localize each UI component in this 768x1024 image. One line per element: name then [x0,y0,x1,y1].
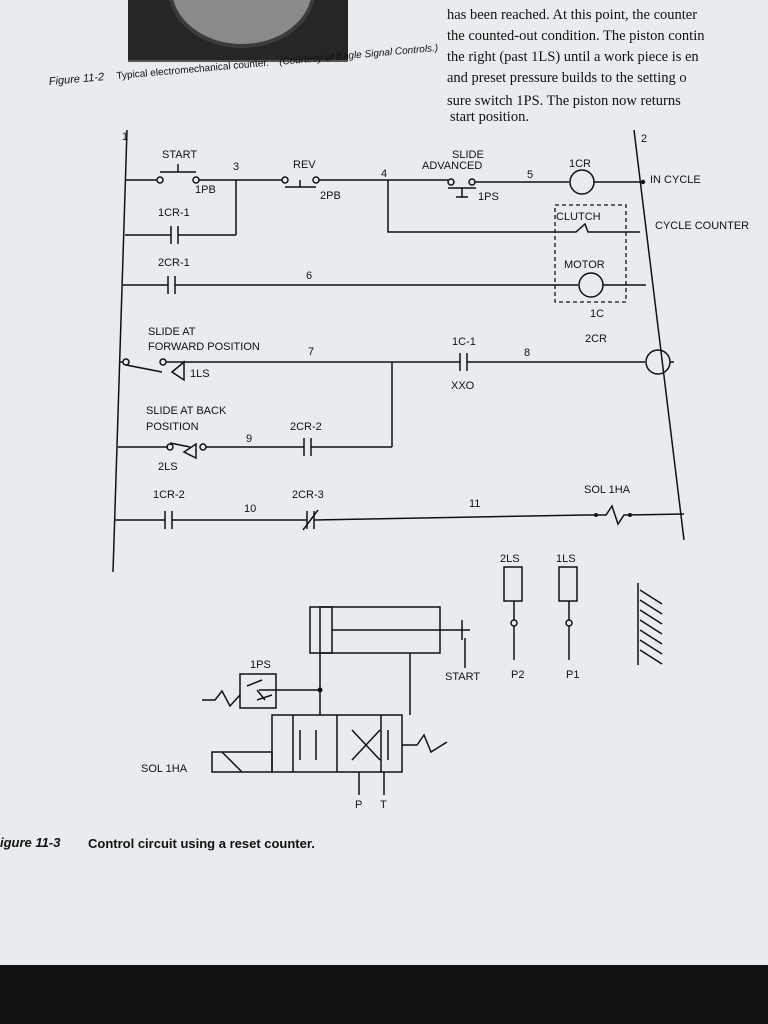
book-page: has been reached. At this point, the cou… [0,0,768,965]
start-position-label: START [445,671,480,683]
c1-1-label: 1C-1 [452,336,476,348]
ls1-actuator [558,566,578,602]
counter-photo [128,0,348,62]
prose-line: the right (past 1LS) until a work piece … [447,49,699,65]
ls2-actuator [503,566,523,602]
rung-motor: 2CR-1 6 MOTOR 1C [123,257,646,320]
prose-line: start position. [450,109,529,125]
p2-label: P2 [511,669,524,681]
ls2-label: 2LS [158,461,178,473]
rung-number: 4 [381,168,387,180]
rung-seal-clutch: 1CR-1 CLUTCH CYCLE COUNTER [125,180,749,303]
clutch-label: CLUTCH [556,211,601,223]
figure-11-3-number: igure 11-3 [0,835,61,850]
cr1-2-label: 1CR-2 [153,489,185,501]
pb1-label: 1PB [195,184,216,196]
rung-solenoid: 1CR-2 10 2CR-3 11 SOL 1HA [115,484,685,531]
piston [319,606,333,654]
sol-1ha-valve-label: SOL 1HA [141,763,188,775]
ls1-switch [125,364,163,373]
prose-line: and preset pressure builds to the settin… [447,70,687,86]
in-cycle-label: IN CYCLE [650,174,701,186]
rung-number: 7 [308,346,314,358]
cr2-label: 2CR [585,333,607,345]
rail-label-right: 2 [641,133,647,145]
prose-line: has been reached. At this point, the cou… [447,7,698,23]
cycle-counter-label: CYCLE COUNTER [655,220,749,232]
cr2-2-label: 2CR-2 [290,421,322,433]
dark-background [0,965,768,1024]
cr1-1-label: 1CR-1 [158,207,190,219]
rail-label-left: 1 [122,131,128,143]
cr2-3-label: 2CR-3 [292,489,324,501]
cr1-label: 1CR [569,158,591,170]
start-label: START [162,149,197,161]
ps1-label: 1PS [478,191,499,203]
cr1-coil [569,169,595,195]
motor-coil [578,272,604,298]
rung-number: 8 [524,347,530,359]
rung-number: 10 [244,503,256,515]
c1-label: 1C [590,308,604,320]
ls1-actuator-label: 1LS [556,553,576,565]
sol-1ha-label: SOL 1HA [584,484,631,496]
hydraulic-circuit: START 2LS P2 1LS P1 1PS [141,553,663,811]
cr2-1-label: 2CR-1 [158,257,190,269]
pb2-label: 2PB [320,190,341,202]
cycle-counter-box [554,204,627,303]
sol-1ha-coil [586,504,685,526]
motor-label: MOTOR [564,259,605,271]
rung-number: 11 [469,498,480,510]
rung-number: 5 [527,169,533,181]
rung-number: 3 [233,161,239,173]
cr2-coil [645,349,671,375]
prose-line: sure switch 1PS. The piston now returns [447,93,681,109]
rung-number: 6 [306,270,312,282]
p1-label: P1 [566,669,579,681]
solenoid-1ha-actuator [211,751,273,773]
right-power-rail [633,129,685,541]
rung-number: 9 [246,433,252,445]
ps1-pressure-switch [239,673,277,709]
rev-label: REV [293,159,316,171]
figure-11-3-title: Control circuit using a reset counter. [88,836,315,851]
ps1-label: 1PS [250,659,271,671]
ls2-switch [169,442,191,448]
left-power-rail [112,129,128,573]
tank-port-label: T [380,799,387,811]
ls1-label: 1LS [190,368,210,380]
prose-line: the counted-out condition. The piston co… [447,28,705,44]
pressure-port-label: P [355,799,362,811]
ls2-actuator-label: 2LS [500,553,520,565]
xxo-label: XXO [451,380,475,392]
